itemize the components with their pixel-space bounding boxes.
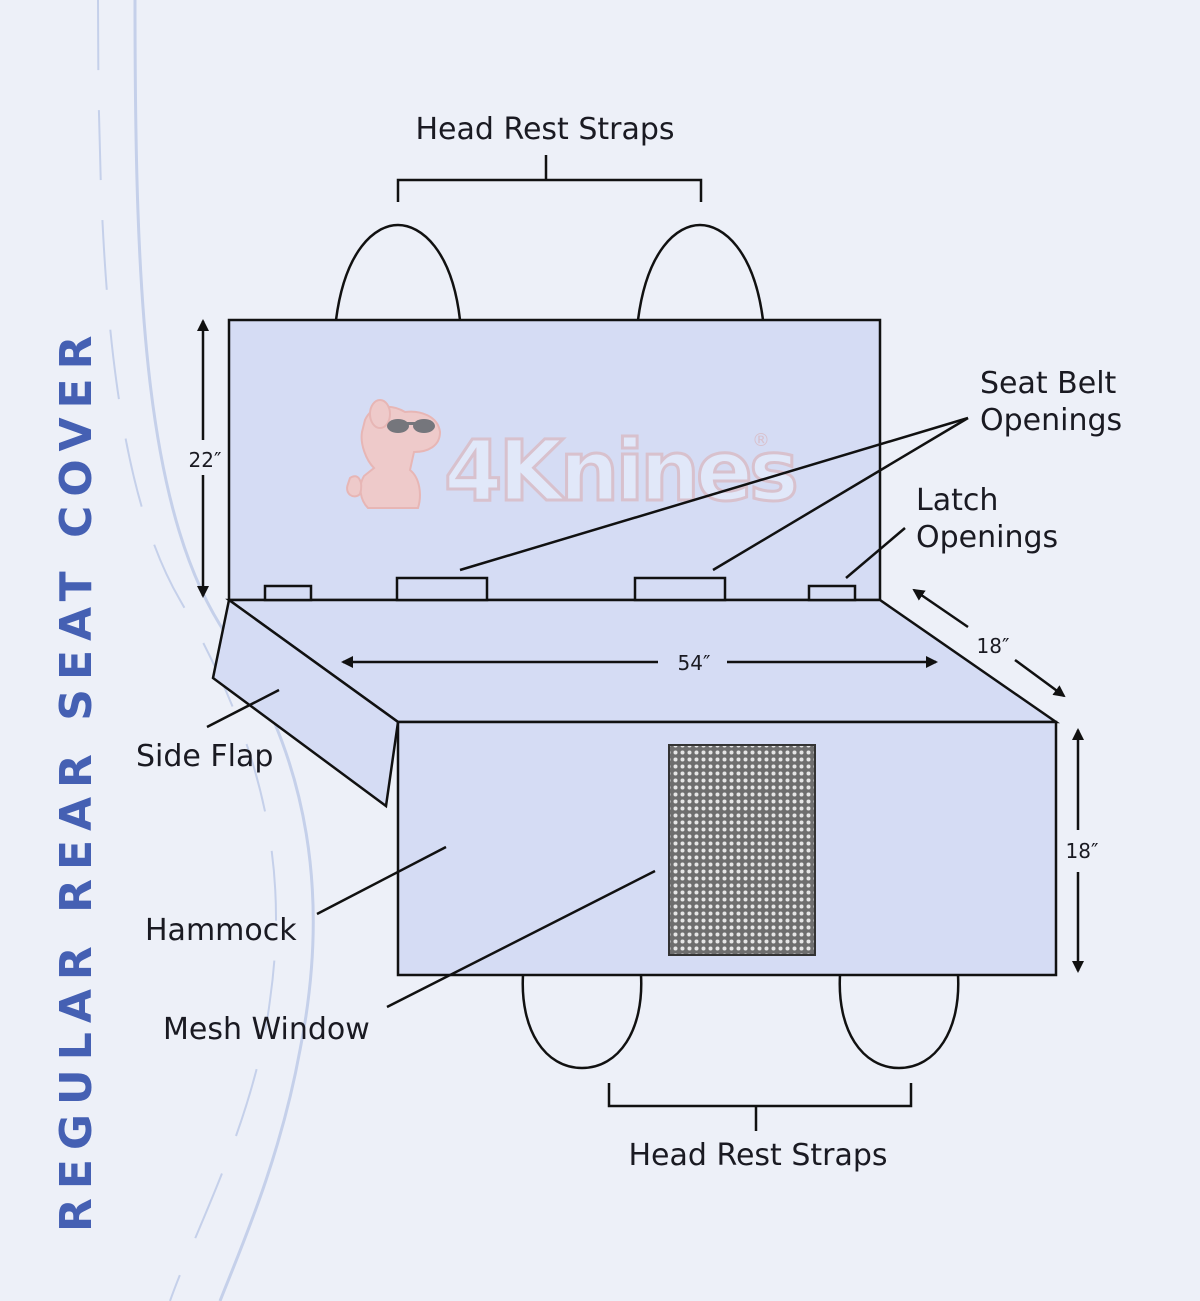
latch-opening-right xyxy=(807,584,857,602)
seat-belt-opening-right xyxy=(633,576,727,602)
latch-openings-line-2: Openings xyxy=(916,520,1058,555)
latch-openings-line-1: Latch xyxy=(916,483,998,518)
back-height-dimension: 22″ xyxy=(189,448,222,472)
side-flap-leader xyxy=(206,688,280,729)
head-rest-strap-top-left xyxy=(334,223,462,321)
side-flap xyxy=(211,597,400,809)
head-rest-strap-bottom-right xyxy=(838,974,960,1070)
side-flap-label: Side Flap xyxy=(136,739,273,774)
seat-belt-openings-line-2: Openings xyxy=(980,403,1122,438)
watermark-brand: 4Knines xyxy=(444,422,796,520)
mesh-window-leader xyxy=(386,869,656,1009)
seat-depth-dimension: 18″ xyxy=(977,634,1010,658)
seat-belt-openings-label: Seat Belt Openings xyxy=(980,366,1126,438)
sunglasses-icon xyxy=(387,419,435,433)
page-title: REGULAR REAR SEAT COVER xyxy=(51,327,102,1232)
leader-lines xyxy=(206,416,969,1009)
width-dimension: 54″ xyxy=(678,651,711,675)
watermark-logo: 4Knines ® xyxy=(346,399,801,522)
hammock-leader xyxy=(316,845,447,916)
background-curves xyxy=(97,0,315,1301)
head-rest-straps-bottom-bracket xyxy=(607,1083,913,1131)
latch-leader xyxy=(845,527,906,579)
head-rest-straps-top-label: Head Rest Straps xyxy=(415,112,674,147)
seat-depth-arrow-bottom xyxy=(1014,658,1066,698)
front-drop-dimension: 18″ xyxy=(1066,839,1099,863)
seat-belt-leader-left xyxy=(459,416,969,572)
seat-belt-openings-line-1: Seat Belt xyxy=(980,366,1117,401)
mesh-window-label: Mesh Window xyxy=(163,1012,370,1047)
latch-opening-left xyxy=(263,584,313,602)
watermark-registered-mark: ® xyxy=(752,430,770,451)
head-rest-strap-top-right xyxy=(636,223,765,321)
seat-depth-arrow-top xyxy=(912,588,969,629)
head-rest-straps-bottom-label: Head Rest Straps xyxy=(628,1138,887,1173)
head-rest-strap-bottom-left xyxy=(521,974,643,1070)
mesh-window xyxy=(668,744,816,956)
seat-belt-opening-left xyxy=(395,576,489,602)
latch-openings-label: Latch Openings xyxy=(916,483,1058,555)
seat-belt-leader-right xyxy=(712,416,969,572)
head-rest-straps-top-bracket xyxy=(396,155,703,202)
hammock-label: Hammock xyxy=(145,913,297,948)
